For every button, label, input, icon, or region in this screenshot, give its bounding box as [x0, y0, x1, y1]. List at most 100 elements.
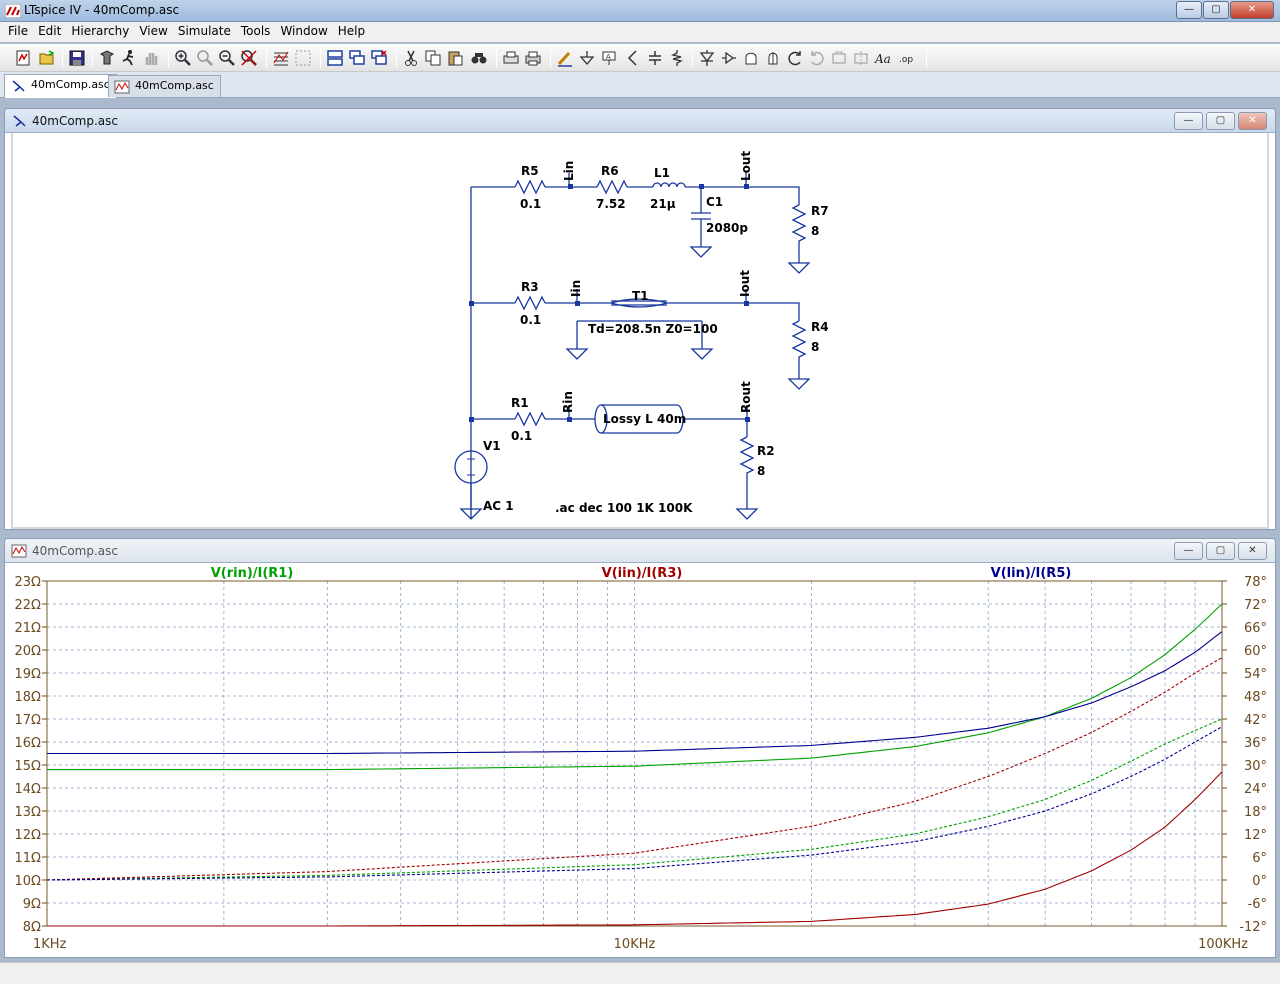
y-right-tick-label: 78° — [1244, 575, 1267, 590]
menu-simulate[interactable]: Simulate — [177, 24, 231, 38]
r6-value: 7.52 — [596, 197, 626, 211]
schematic-minimize-button[interactable]: — — [1174, 112, 1203, 130]
mirror-icon[interactable]: Aa — [874, 49, 892, 67]
redo-icon[interactable] — [830, 49, 848, 67]
r4-value: 8 — [811, 340, 819, 354]
control-panel-icon[interactable] — [98, 49, 116, 67]
close-button[interactable]: ✕ — [1230, 1, 1274, 19]
menu-edit[interactable]: Edit — [38, 24, 62, 38]
t1-value: Td=208.5n Z0=100 — [588, 322, 718, 336]
schematic-canvas[interactable]: R5 0.1 R6 7.52 L1 21µ C1 2080p R7 8 R3 0… — [5, 133, 1276, 530]
paste-icon[interactable] — [446, 49, 464, 67]
y-left-tick-label: 17Ω — [15, 713, 42, 728]
diode-icon[interactable] — [720, 49, 738, 67]
menu-help[interactable]: Help — [337, 24, 366, 38]
v1-value: AC 1 — [483, 499, 514, 513]
x-tick-label: 10KHz — [614, 937, 656, 952]
close-all-icon[interactable] — [370, 49, 388, 67]
cut-icon[interactable] — [402, 49, 420, 67]
r3-name: R3 — [521, 280, 539, 294]
run-icon[interactable] — [120, 49, 138, 67]
rotate-icon[interactable] — [852, 49, 870, 67]
tile-horizontal-icon[interactable] — [326, 49, 344, 67]
y-right-tick-label: 6° — [1252, 851, 1267, 866]
waveform-plot[interactable]: 23Ω22Ω21Ω20Ω19Ω18Ω17Ω16Ω15Ω14Ω13Ω12Ω11Ω1… — [5, 563, 1275, 957]
x-tick-label: 1KHz — [33, 937, 67, 952]
menu-tools[interactable]: Tools — [240, 24, 271, 38]
waveform-restore-button[interactable]: ▢ — [1206, 542, 1235, 560]
net-label-rin: Rin — [561, 391, 575, 413]
y-left-tick-label: 21Ω — [15, 621, 42, 636]
copy-icon[interactable] — [424, 49, 442, 67]
y-left-tick-label: 12Ω — [15, 828, 42, 843]
inductor-icon[interactable] — [698, 49, 716, 67]
pan-icon[interactable] — [196, 49, 214, 67]
r5-value: 0.1 — [520, 197, 541, 211]
menu-window[interactable]: Window — [280, 24, 328, 38]
l1-name: L1 — [654, 166, 670, 180]
open-icon[interactable] — [38, 49, 56, 67]
y-right-tick-label: -12° — [1239, 920, 1267, 935]
trace-label: V(iin)/I(R3) — [602, 566, 683, 581]
l1-value: 21µ — [650, 197, 676, 211]
maximize-button[interactable]: ▢ — [1203, 1, 1229, 19]
undo-icon[interactable] — [808, 49, 826, 67]
schematic-window: 40mComp.asc — ▢ ✕ — [4, 108, 1276, 530]
trace-phase-line — [46, 718, 1223, 881]
cascade-icon[interactable] — [348, 49, 366, 67]
y-right-tick-label: 12° — [1244, 828, 1267, 843]
halt-icon[interactable] — [142, 49, 160, 67]
status-bar — [0, 962, 1280, 984]
zoom-in-icon[interactable] — [174, 49, 192, 67]
draw-wire-icon[interactable] — [556, 49, 574, 67]
save-icon[interactable] — [68, 49, 86, 67]
print-icon[interactable] — [524, 49, 542, 67]
trace-phase-line — [46, 657, 1223, 881]
trace-label: V(rin)/I(R1) — [211, 566, 294, 581]
waveform-window-title: 40mComp.asc — [32, 544, 119, 558]
drag-icon[interactable] — [786, 49, 804, 67]
schematic-restore-button[interactable]: ▢ — [1206, 112, 1235, 130]
print-setup-icon[interactable] — [502, 49, 520, 67]
component-icon[interactable] — [624, 49, 642, 67]
waveform-close-button[interactable]: ✕ — [1238, 542, 1267, 560]
net-label-iin: Iin — [569, 280, 583, 297]
waveform-minimize-button[interactable]: — — [1174, 542, 1203, 560]
toolbar: A Aa .op — [0, 44, 1280, 72]
minimize-button[interactable]: — — [1176, 1, 1202, 19]
waveform-icon — [11, 544, 27, 558]
v1-name: V1 — [483, 439, 501, 453]
menu-view[interactable]: View — [139, 24, 168, 38]
r7-value: 8 — [811, 224, 819, 238]
zoom-out-icon[interactable] — [218, 49, 236, 67]
tab-waveform[interactable]: 40mComp.asc — [108, 75, 221, 97]
ground-icon[interactable] — [578, 49, 596, 67]
label-net-icon[interactable]: A — [600, 49, 618, 67]
menu-file[interactable]: File — [8, 24, 29, 38]
schematic-close-button[interactable]: ✕ — [1238, 112, 1267, 130]
resistor-icon[interactable] — [646, 49, 664, 67]
app-title: LTspice IV - 40mComp.asc — [24, 3, 180, 17]
capacitor-icon[interactable] — [668, 49, 686, 67]
move-icon[interactable] — [764, 49, 782, 67]
r4-name: R4 — [811, 320, 829, 334]
spice-directive[interactable]: .ac dec 100 1K 100K — [555, 501, 693, 515]
ltspice-logo-icon — [5, 4, 21, 18]
fit-icon[interactable] — [294, 49, 312, 67]
menu-hierarchy[interactable]: Hierarchy — [71, 24, 130, 38]
y-left-tick-label: 15Ω — [15, 759, 42, 774]
component-symbol-icon[interactable] — [742, 49, 760, 67]
autorange-icon[interactable] — [272, 49, 290, 67]
text-icon[interactable]: .op — [898, 49, 916, 67]
new-schematic-icon[interactable] — [14, 49, 32, 67]
c1-value: 2080p — [706, 221, 748, 235]
y-right-tick-label: 30° — [1244, 759, 1267, 774]
t1-name: T1 — [632, 289, 649, 303]
tab-schematic[interactable]: 40mComp.asc — [4, 74, 117, 98]
r7-name: R7 — [811, 204, 829, 218]
document-tabs: 40mComp.asc 40mComp.asc — [0, 72, 1280, 98]
menu-bar: File Edit Hierarchy View Simulate Tools … — [0, 22, 1280, 42]
find-icon[interactable] — [470, 49, 488, 67]
zoom-cancel-icon[interactable] — [240, 49, 258, 67]
schematic-icon — [12, 80, 25, 92]
